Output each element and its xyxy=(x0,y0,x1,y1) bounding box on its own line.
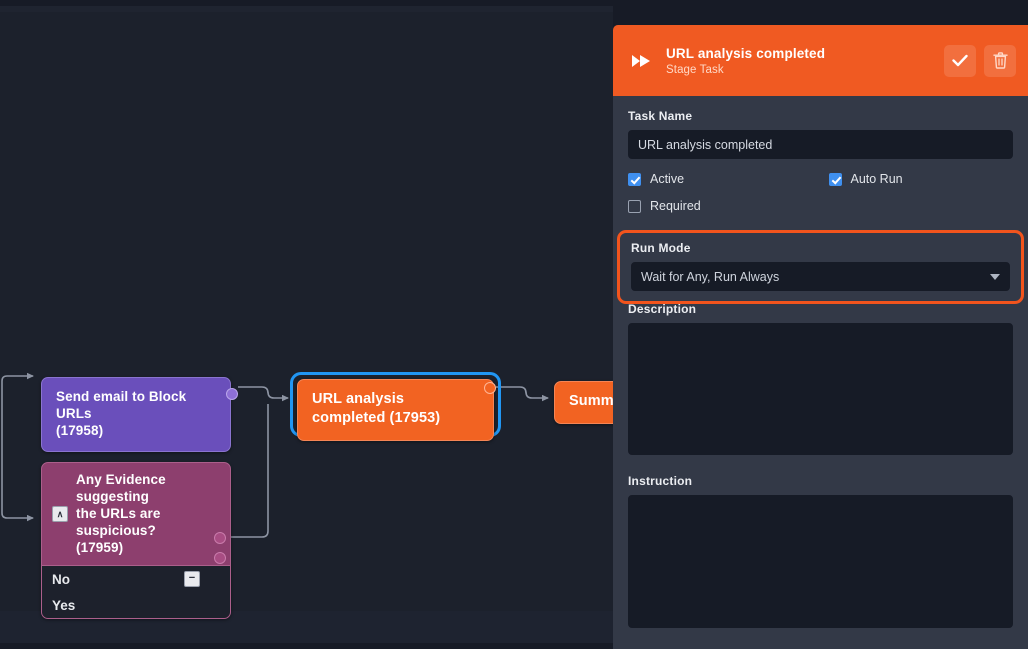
port-label: No xyxy=(52,571,70,587)
panel-title: URL analysis completed xyxy=(666,45,826,61)
instruction-textarea[interactable] xyxy=(628,495,1013,628)
decision-output-port-yes[interactable] xyxy=(214,552,226,564)
checkbox-auto-run-box[interactable] xyxy=(828,172,842,186)
workflow-edges xyxy=(1,372,549,538)
description-textarea[interactable] xyxy=(628,323,1013,455)
decision-output-port-no[interactable] xyxy=(214,532,226,544)
port-label: Yes xyxy=(52,597,76,613)
checkbox-active[interactable]: Active xyxy=(628,172,821,186)
fast-forward-icon xyxy=(627,54,657,68)
checkbox-required-label: Required xyxy=(650,199,701,213)
node-label-line1: Any Evidence suggesting xyxy=(76,472,166,504)
minus-icon[interactable]: − xyxy=(184,571,200,587)
node-output-port[interactable] xyxy=(484,382,496,394)
decision-ports: No − Yes xyxy=(42,565,230,618)
panel-subtitle: Stage Task xyxy=(666,63,724,76)
node-label: URL analysis completed (17953) xyxy=(298,380,493,440)
decision-port-no[interactable]: No − xyxy=(42,566,230,592)
run-mode-group: Run Mode Wait for Any, Run Always xyxy=(617,230,1024,304)
checkbox-required-box[interactable] xyxy=(628,199,641,213)
node-label: Any Evidence suggesting the URLs are sus… xyxy=(76,471,220,556)
node-label-line2: (17958) xyxy=(56,423,104,438)
checkbox-auto-run[interactable]: Auto Run xyxy=(821,172,1014,186)
run-mode-select-wrap: Wait for Any, Run Always xyxy=(631,262,1010,291)
checkbox-row-1: Active Auto Run xyxy=(628,172,1013,186)
node-label: Summ xyxy=(555,382,613,423)
panel-body: Task Name Active Auto Run Required xyxy=(613,96,1028,633)
task-name-label: Task Name xyxy=(628,109,693,123)
node-label-line2: completed (17953) xyxy=(312,410,441,426)
node-summary[interactable]: Summ xyxy=(554,381,613,424)
node-label-line1: Send email to Block URLs xyxy=(56,389,187,421)
description-label: Description xyxy=(628,302,697,316)
instruction-label: Instruction xyxy=(628,474,693,488)
decision-port-yes[interactable]: Yes xyxy=(42,592,230,618)
node-label: Send email to Block URLs (17958) xyxy=(42,378,230,451)
collapse-icon[interactable]: ∧ xyxy=(52,505,68,522)
panel-header-text: URL analysis completed Stage Task xyxy=(657,46,936,76)
run-mode-label: Run Mode xyxy=(631,241,691,255)
decision-header: ∧ Any Evidence suggesting the URLs are s… xyxy=(42,463,230,565)
node-label-line1: URL analysis xyxy=(312,391,405,407)
checkbox-active-label: Active xyxy=(650,172,685,186)
checkbox-auto-run-label: Auto Run xyxy=(850,172,903,186)
checkbox-row-2: Required xyxy=(628,199,1013,213)
run-mode-select[interactable]: Wait for Any, Run Always xyxy=(631,262,1010,291)
node-label-line1: Summ xyxy=(569,393,613,409)
run-mode-value: Wait for Any, Run Always xyxy=(641,269,780,284)
canvas-top-edge xyxy=(0,6,613,12)
node-send-email-to-block-urls[interactable]: Send email to Block URLs (17958) xyxy=(41,377,231,452)
check-icon xyxy=(952,54,968,67)
chevron-down-icon[interactable] xyxy=(990,274,1000,280)
delete-button[interactable] xyxy=(984,44,1016,77)
trash-icon xyxy=(992,52,1008,69)
confirm-button[interactable] xyxy=(944,44,976,77)
node-url-analysis-completed[interactable]: URL analysis completed (17953) xyxy=(297,379,494,441)
node-any-evidence-suspicious[interactable]: ∧ Any Evidence suggesting the URLs are s… xyxy=(41,462,231,619)
task-name-input[interactable] xyxy=(628,130,1013,159)
node-output-port[interactable] xyxy=(226,388,238,400)
checkbox-required[interactable]: Required xyxy=(628,199,821,213)
node-label-line3: (17959) xyxy=(76,540,124,555)
workflow-canvas[interactable]: Send email to Block URLs (17958) URL ana… xyxy=(0,6,613,643)
checkbox-active-box[interactable] xyxy=(628,172,641,186)
panel-header: URL analysis completed Stage Task xyxy=(613,25,1028,96)
task-detail-panel: URL analysis completed Stage Task Task N… xyxy=(613,25,1028,649)
node-label-line2: the URLs are suspicious? xyxy=(76,506,161,538)
